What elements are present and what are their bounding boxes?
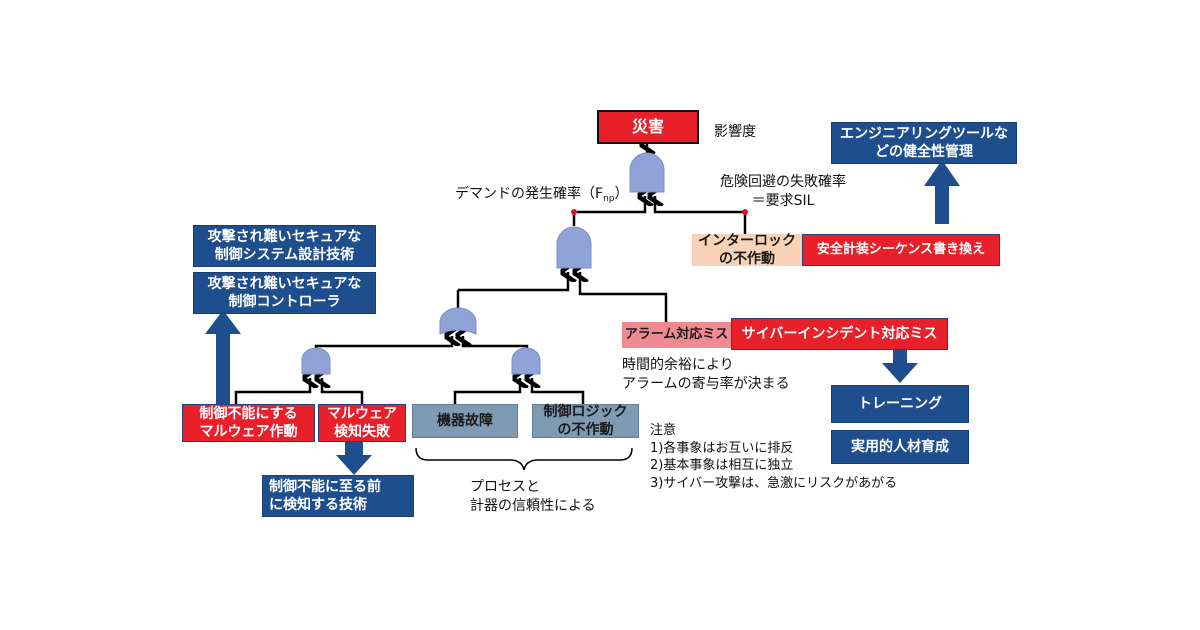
process-reliability-label: プロセスと 計器の信頼性による	[470, 479, 596, 514]
connector-interlock-to-gate1	[655, 196, 745, 214]
demand-probability-subscript: np	[603, 194, 615, 204]
connector-logic-to-gate5	[532, 378, 585, 404]
threat-malware-disabling-control: 制御不能にする マルウェア作動	[182, 404, 315, 442]
connector-gate4-to-gate3	[314, 336, 452, 354]
connector-malware-detect-to-gate4	[322, 378, 364, 404]
event-equipment-failure: 機器故障	[412, 404, 518, 438]
or-gate-middle	[439, 307, 477, 335]
severity-label: 影響度	[714, 124, 756, 140]
countermeasure-early-detection: 制御不能に至る前 に検知する技術	[262, 475, 414, 517]
threat-malware-detection-failure: マルウェア 検知失敗	[318, 404, 406, 442]
junction-dot	[742, 209, 748, 215]
event-alarm-response-error: アラーム対応ミス	[622, 322, 731, 348]
connector-equipment-to-gate5	[453, 378, 520, 404]
demand-probability-label: デマンドの発生確率（Fnp）	[455, 185, 628, 205]
demand-probability-text: デマンドの発生確率（F	[455, 186, 604, 202]
countermeasure-training: トレーニング	[831, 385, 969, 423]
threat-cyber-incident-response-error: サイバーインシデント対応ミス	[731, 318, 948, 350]
or-gate-demand	[556, 226, 592, 269]
or-gate-cyber	[301, 347, 331, 375]
time-margin-label: 時間的余裕により アラームの寄与率が決まる	[622, 357, 790, 392]
demand-probability-close: ）	[614, 186, 629, 202]
brace-process-reliability	[415, 447, 633, 471]
countermeasure-engineering-tool-integrity: エンジニアリングツールな どの健全性管理	[831, 122, 1017, 164]
event-interlock-failure: インターロック の不作動	[692, 233, 802, 267]
down-arrow-to-early-detection	[336, 442, 372, 475]
countermeasure-practical-hr-development: 実用的人材育成	[831, 430, 969, 464]
up-arrow-to-engineering-tool	[924, 160, 960, 224]
top-event-disaster: 災害	[597, 110, 699, 144]
or-gate-top	[629, 152, 665, 193]
connector-gate5-to-gate3	[463, 336, 529, 352]
down-arrow-to-training	[882, 350, 918, 383]
avoidance-failure-label: 危険回避の失敗確率 ＝要求SIL	[720, 174, 846, 209]
or-gate-hardware	[511, 347, 541, 375]
countermeasure-secure-system-design: 攻撃され難いセキュアな 制御システム設計技術	[193, 225, 376, 267]
connector-demand-to-gate1	[577, 196, 645, 214]
connector-malware-op-to-gate4	[234, 378, 310, 404]
countermeasure-secure-controller: 攻撃され難いセキュアな 制御コントローラ	[193, 272, 376, 314]
connector-gate3-to-gate2	[458, 272, 568, 292]
junction-dot	[571, 209, 577, 215]
notes-block: 注意 1)各事象はお互いに排反 2)基本事象は相互に独立 3)サイバー攻撃は、急…	[650, 423, 898, 491]
up-arrow-to-secure-controller	[205, 310, 241, 404]
event-control-logic-failure: 制御ロジック の不作動	[532, 404, 639, 438]
threat-safety-sequence-rewrite: 安全計装シーケンス書き換え	[802, 234, 1000, 266]
connector-alarm-to-gate2	[580, 272, 668, 322]
